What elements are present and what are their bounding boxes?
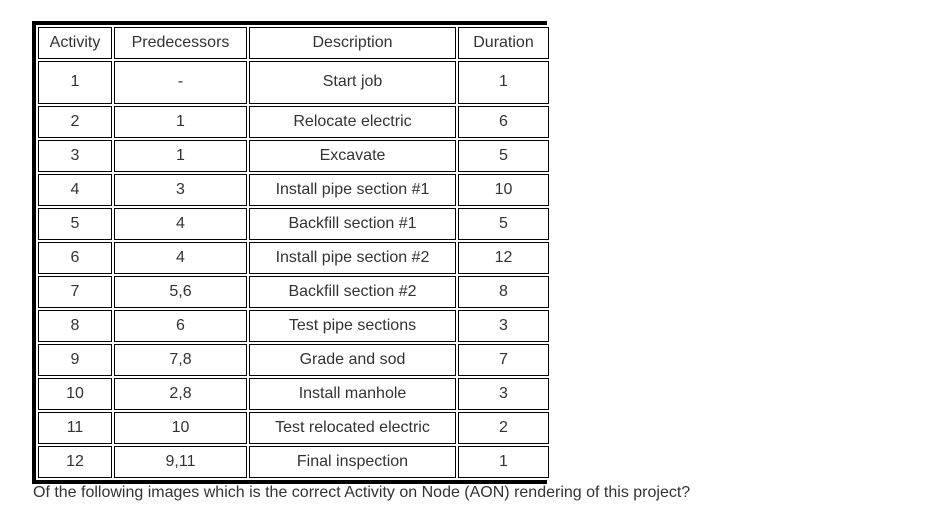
cell-description: Start job: [249, 61, 456, 104]
cell-activity: 12: [38, 446, 112, 478]
column-header-duration: Duration: [458, 27, 549, 59]
cell-activity: 2: [38, 106, 112, 138]
activity-table: Activity Predecessors Description Durati…: [36, 25, 551, 480]
cell-duration: 1: [458, 446, 549, 478]
cell-predecessors: 10: [114, 412, 247, 444]
cell-predecessors: 1: [114, 140, 247, 172]
cell-duration: 3: [458, 378, 549, 410]
column-header-activity: Activity: [38, 27, 112, 59]
cell-description: Backfill section #2: [249, 276, 456, 308]
cell-activity: 1: [38, 61, 112, 104]
table-header: Activity Predecessors Description Durati…: [38, 27, 549, 59]
cell-predecessors: 2,8: [114, 378, 247, 410]
cell-duration: 1: [458, 61, 549, 104]
cell-activity: 10: [38, 378, 112, 410]
cell-activity: 8: [38, 310, 112, 342]
cell-duration: 6: [458, 106, 549, 138]
cell-activity: 3: [38, 140, 112, 172]
cell-description: Excavate: [249, 140, 456, 172]
cell-description: Test pipe sections: [249, 310, 456, 342]
cell-duration: 3: [458, 310, 549, 342]
cell-predecessors: 1: [114, 106, 247, 138]
cell-predecessors: 4: [114, 208, 247, 240]
cell-description: Final inspection: [249, 446, 456, 478]
cell-duration: 2: [458, 412, 549, 444]
cell-description: Test relocated electric: [249, 412, 456, 444]
cell-duration: 10: [458, 174, 549, 206]
question-prompt: Of the following images which is the cor…: [33, 484, 691, 501]
cell-duration: 5: [458, 208, 549, 240]
cell-predecessors: 3: [114, 174, 247, 206]
cell-duration: 12: [458, 242, 549, 274]
cell-description: Install pipe section #2: [249, 242, 456, 274]
cell-activity: 11: [38, 412, 112, 444]
cell-description: Relocate electric: [249, 106, 456, 138]
cell-predecessors: -: [114, 61, 247, 104]
cell-activity: 9: [38, 344, 112, 376]
cell-activity: 6: [38, 242, 112, 274]
cell-activity: 4: [38, 174, 112, 206]
cell-description: Install manhole: [249, 378, 456, 410]
cell-predecessors: 9,11: [114, 446, 247, 478]
cell-predecessors: 4: [114, 242, 247, 274]
cell-description: Backfill section #1: [249, 208, 456, 240]
cell-predecessors: 5,6: [114, 276, 247, 308]
cell-duration: 7: [458, 344, 549, 376]
cell-duration: 5: [458, 140, 549, 172]
cell-description: Install pipe section #1: [249, 174, 456, 206]
table-header-row: Activity Predecessors Description Durati…: [38, 27, 549, 59]
column-header-predecessors: Predecessors: [114, 27, 247, 59]
cell-predecessors: 7,8: [114, 344, 247, 376]
cell-activity: 5: [38, 208, 112, 240]
cell-duration: 8: [458, 276, 549, 308]
column-header-description: Description: [249, 27, 456, 59]
cell-activity: 7: [38, 276, 112, 308]
cell-predecessors: 6: [114, 310, 247, 342]
cell-description: Grade and sod: [249, 344, 456, 376]
activity-table-container: Activity Predecessors Description Durati…: [32, 21, 551, 484]
